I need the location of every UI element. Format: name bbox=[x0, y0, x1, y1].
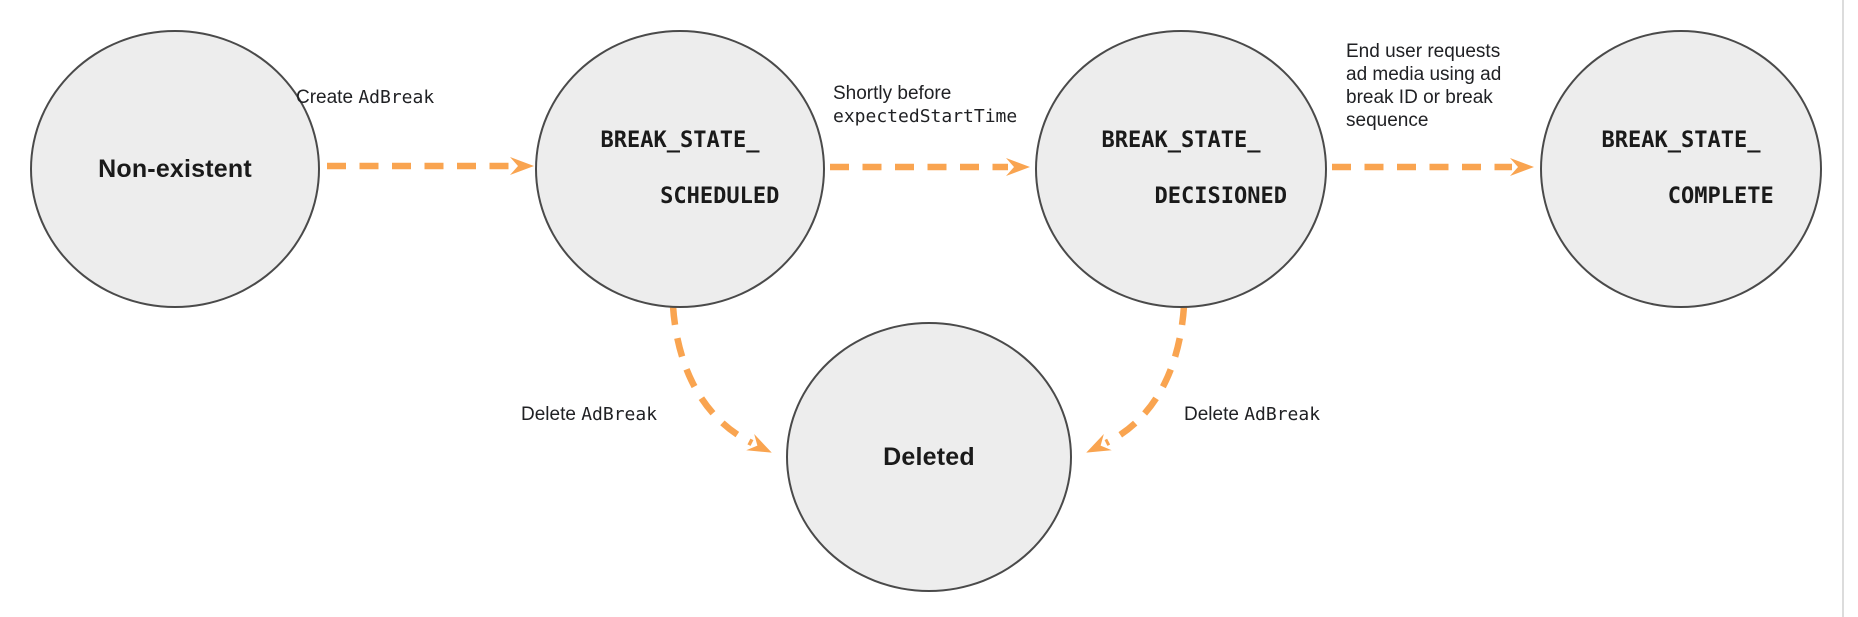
state-node-break-state-scheduled: BREAK_STATE_ SCHEDULED bbox=[535, 30, 825, 308]
state-node-break-state-complete: BREAK_STATE_ COMPLETE bbox=[1540, 30, 1822, 308]
state-label-deleted: Deleted bbox=[883, 442, 975, 471]
state-label-break-state-scheduled: BREAK_STATE_ SCHEDULED bbox=[600, 128, 780, 209]
state-node-deleted: Deleted bbox=[786, 322, 1072, 592]
edge-label-create-adbreak: Create AdBreak bbox=[296, 87, 435, 108]
state-label-break-state-decisioned: BREAK_STATE_ DECISIONED bbox=[1101, 128, 1287, 209]
state-node-non-existent: Non-existent bbox=[30, 30, 320, 308]
edge-label-delete-adbreak-right: Delete AdBreak bbox=[1184, 404, 1321, 425]
edge-label-delete-adbreak-left: Delete AdBreak bbox=[521, 404, 658, 425]
state-node-break-state-decisioned: BREAK_STATE_ DECISIONED bbox=[1035, 30, 1327, 308]
edge-delete-from-scheduled bbox=[669, 305, 772, 453]
edge-label-end-user-request: End user requests ad media using ad brea… bbox=[1346, 41, 1502, 131]
edge-label-shortly-before: Shortly before expectedStartTime bbox=[833, 83, 1018, 127]
edge-delete-from-decisioned bbox=[1086, 305, 1188, 453]
state-label-break-state-complete: BREAK_STATE_ COMPLETE bbox=[1601, 128, 1774, 209]
state-label-non-existent: Non-existent bbox=[98, 154, 252, 183]
page-edge-divider bbox=[1842, 0, 1844, 617]
